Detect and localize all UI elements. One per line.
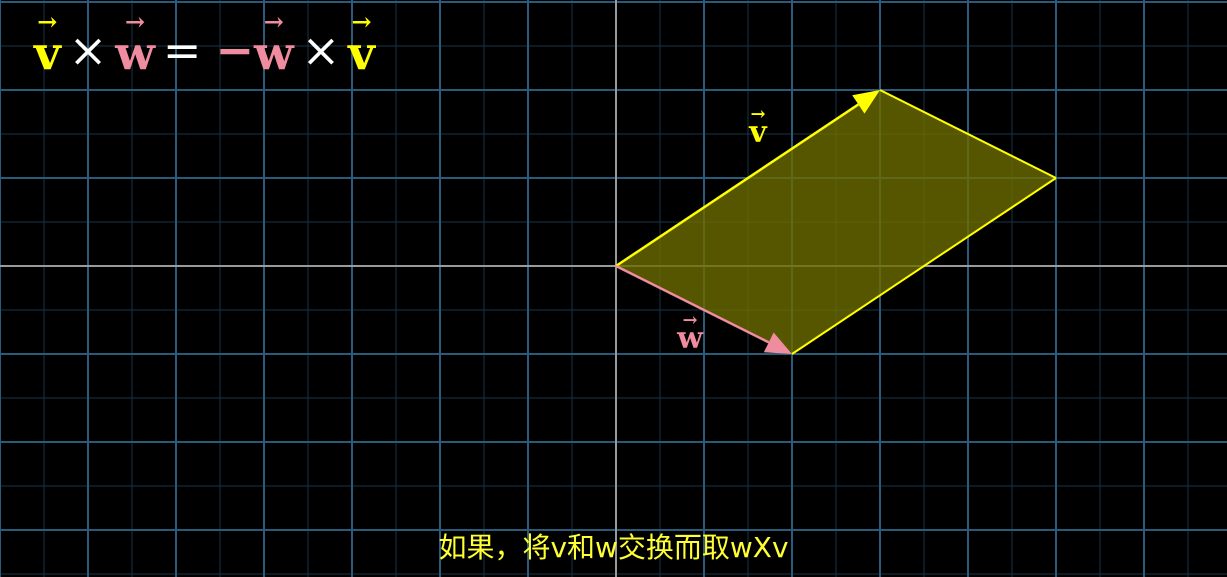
vector-arrow-icon: →: [351, 7, 372, 36]
vector-w-arrowhead-icon: [763, 332, 792, 354]
vector-arrow-icon: →: [125, 7, 146, 36]
vector-v-arrowhead-icon: [852, 90, 880, 114]
formula-v-right: → v: [348, 10, 375, 77]
equals-operator: =: [162, 23, 202, 77]
formula-v-left: → v: [34, 10, 61, 77]
minus-operator: −: [215, 23, 254, 77]
formula-w-symbol: w: [115, 26, 155, 80]
vector-figure: [615, 89, 1057, 355]
formula-w-symbol-right: w: [253, 26, 294, 80]
vector-arrow-icon: →: [37, 7, 58, 36]
formula-v-symbol: v: [34, 26, 61, 80]
parallelogram-edge: [879, 89, 1057, 179]
vector-arrow-icon: →: [682, 310, 697, 331]
parallelogram-area: [616, 90, 1056, 354]
cross-product-formula: → v × → w = − → w × → v: [34, 10, 375, 80]
vector-arrow-icon: →: [750, 104, 765, 125]
formula-w-left: → w: [115, 10, 155, 77]
vector-v-label: v: [748, 115, 768, 150]
subtitle-caption: 如果，将v和w交换而取wXv: [438, 531, 789, 564]
vector-v-shaft: [615, 103, 860, 268]
cross-operator: ×: [68, 23, 108, 77]
vector-arrow-icon: →: [263, 7, 284, 36]
formula-w-right: → w: [254, 10, 294, 77]
vector-w-label: w: [676, 321, 704, 356]
vector-labels: v→w→: [676, 104, 768, 356]
cross-operator-right: ×: [301, 23, 341, 77]
vector-w-shaft: [615, 264, 770, 344]
formula-v-symbol-right: v: [348, 26, 375, 80]
parallelogram-edge: [791, 177, 1057, 355]
